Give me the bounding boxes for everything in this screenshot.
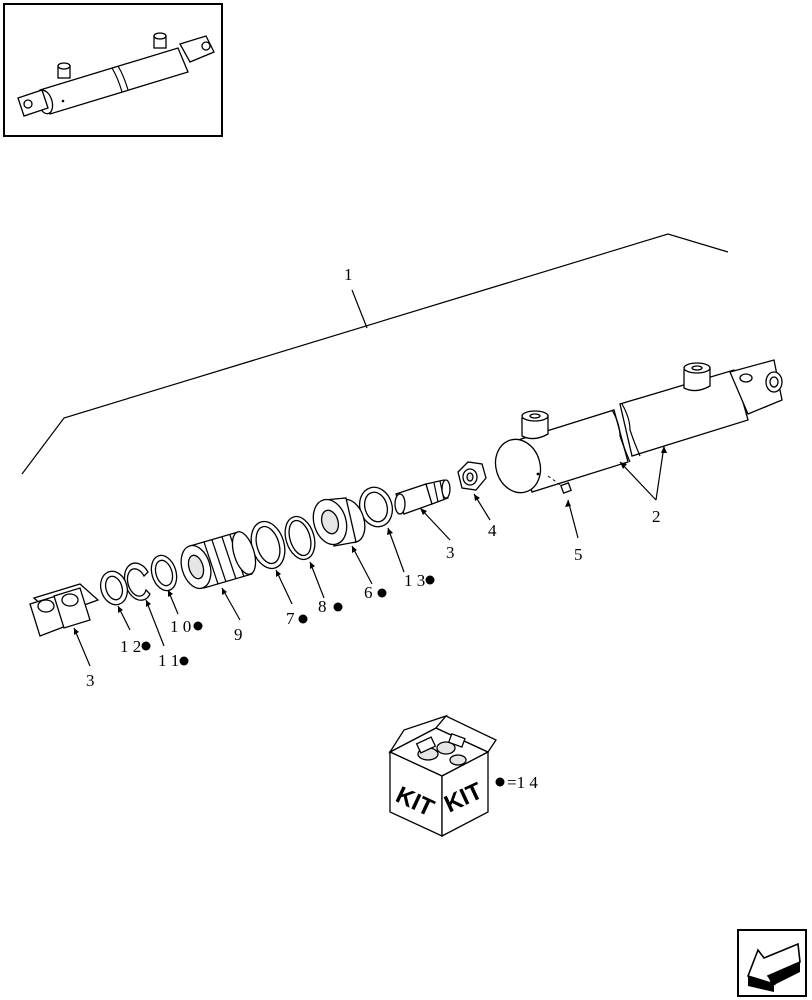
callout-3-left: 3 bbox=[86, 671, 95, 690]
grease-fitting: 5 bbox=[547, 475, 583, 564]
callout-2: 2 bbox=[652, 507, 661, 526]
hex-nut: 4 bbox=[457, 461, 497, 540]
callout-2-leaders: 2 bbox=[619, 445, 667, 526]
clevis-left: 3 bbox=[29, 583, 100, 690]
snap-ring-11: 1 1 bbox=[123, 562, 189, 670]
washer-12: 1 2 bbox=[99, 570, 151, 656]
kit-legend-text: =1 4 bbox=[507, 773, 538, 792]
kit-box-icon: KIT KIT bbox=[388, 714, 497, 838]
rod-end: 3 bbox=[394, 479, 455, 562]
kit-legend: =1 4 bbox=[495, 773, 538, 792]
o-ring-8: 8 bbox=[284, 515, 343, 616]
thumbnail-panel[interactable] bbox=[3, 3, 223, 137]
cylinder-thumbnail-icon bbox=[17, 32, 215, 117]
callout-10: 1 0 bbox=[170, 617, 191, 636]
piston: 6 bbox=[312, 497, 387, 602]
callout-1: 1 bbox=[344, 265, 353, 284]
back-arrow-icon[interactable] bbox=[737, 929, 807, 997]
seal-ring-13: 1 3 bbox=[358, 486, 435, 590]
callout-8: 8 bbox=[318, 597, 327, 616]
callout-6: 6 bbox=[364, 583, 373, 602]
callout-5: 5 bbox=[574, 545, 583, 564]
callout-3-right: 3 bbox=[446, 543, 455, 562]
callout-4: 4 bbox=[488, 521, 497, 540]
gland: 9 bbox=[180, 531, 257, 644]
callout-12: 1 2 bbox=[120, 637, 141, 656]
assembly-bracket-1: 1 bbox=[21, 233, 729, 475]
backup-ring-7: 7 bbox=[250, 520, 308, 628]
callout-11: 1 1 bbox=[158, 651, 179, 670]
wiper-seal-10: 1 0 bbox=[150, 554, 203, 636]
callout-7: 7 bbox=[286, 609, 295, 628]
cylinder-barrel bbox=[494, 359, 783, 494]
callout-9: 9 bbox=[234, 625, 243, 644]
callout-13: 1 3 bbox=[404, 571, 425, 590]
